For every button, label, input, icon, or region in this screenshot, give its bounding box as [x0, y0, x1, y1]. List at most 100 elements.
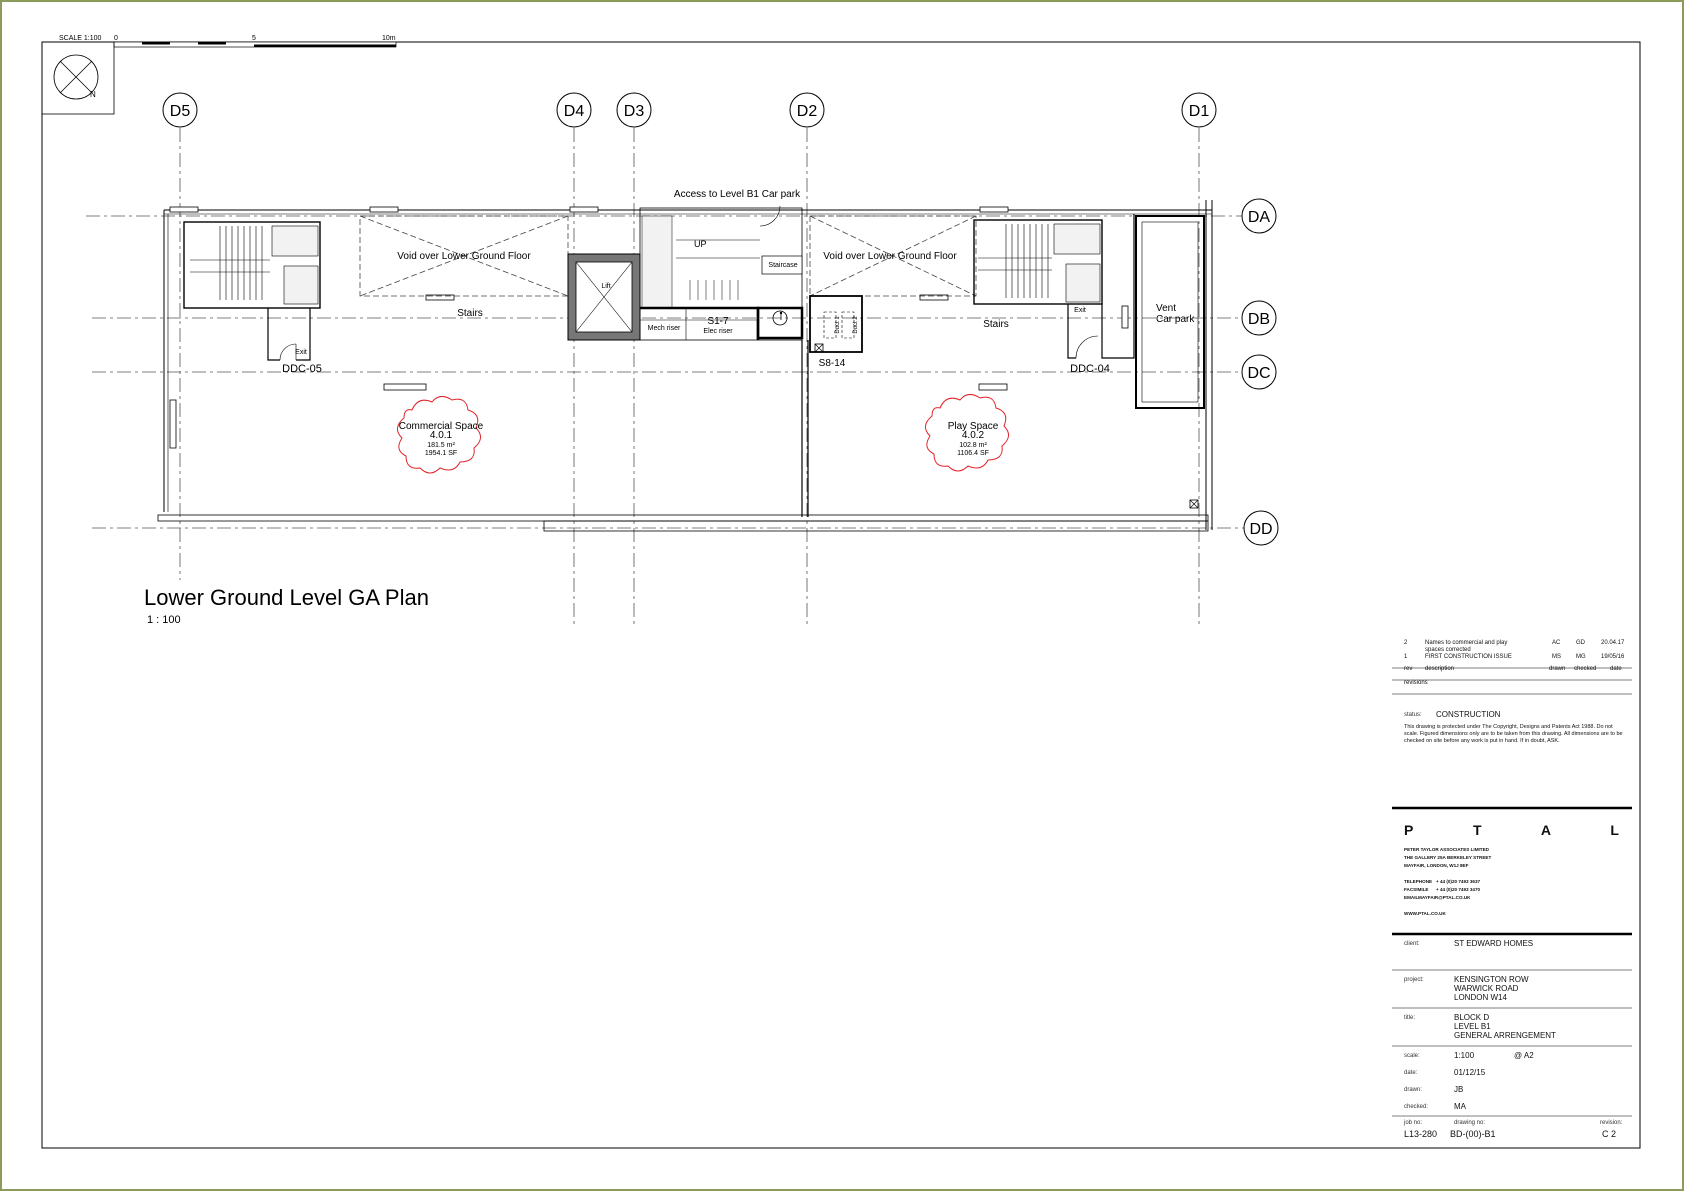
void-right-label: Void over Lower Ground Floor: [823, 251, 957, 262]
grid-lines-vertical: [179, 128, 1200, 625]
firm-logo: P T A L: [1404, 822, 1647, 838]
header-drawn: drawn: [1549, 666, 1566, 672]
checked-value: MA: [1454, 1102, 1466, 1111]
view-title: Lower Ground Level GA Plan: [144, 585, 429, 610]
svg-text:DD: DD: [1249, 521, 1272, 538]
project-line-1: KENSINGTON ROW: [1454, 975, 1529, 984]
stair-core-right: [973, 214, 1135, 359]
scale-label: scale:: [1404, 1053, 1420, 1059]
rev-description: FIRST CONSTRUCTION ISSUE: [1425, 654, 1512, 660]
grid-bubble-d4: D4: [556, 92, 592, 128]
paper-size: @ A2: [1514, 1051, 1534, 1060]
firm-email: EMAILMAYFAIR@PTAL.CO.UK: [1404, 894, 1491, 902]
header-date: date: [1610, 666, 1622, 672]
rev-checked: MG: [1576, 654, 1586, 660]
drawing-label: drawing no:: [1454, 1120, 1486, 1126]
void-left-label: Void over Lower Ground Floor: [397, 251, 531, 262]
client-value: ST EDWARD HOMES: [1454, 939, 1534, 948]
svg-text:D3: D3: [624, 103, 645, 120]
firm-address-block: PETER TAYLOR ASSOCIATES LIMITED THE GALL…: [1404, 846, 1491, 918]
grid-bubble-dc: DC: [1241, 354, 1277, 390]
rev-date: 19/05/16: [1601, 654, 1625, 660]
car-park-label: Car park: [1156, 314, 1195, 325]
play-space-number: 4.0.2: [962, 430, 985, 441]
lift: [567, 253, 641, 341]
checked-label: checked:: [1404, 1104, 1429, 1110]
date-label: date:: [1404, 1070, 1418, 1076]
title-block-lines: [1392, 667, 1632, 1117]
grid-bubble-d1: D1: [1181, 92, 1217, 128]
firm-facsimile: FACSIMILE + 44 (0)20 7493 3470: [1404, 886, 1491, 894]
revisions-label: revisions: [1404, 680, 1428, 686]
facsimile-value: + 44 (0)20 7493 3470: [1436, 887, 1481, 892]
scale-bar-label: SCALE 1:100: [59, 35, 102, 42]
lift-label: Lift: [601, 283, 610, 290]
frame-border: [41, 41, 1641, 1149]
email-value: MAYFAIR@PTAL.CO.UK: [1418, 895, 1471, 900]
telephone-label: TELEPHONE: [1404, 879, 1433, 884]
vent-shaft: [1135, 215, 1205, 509]
drawing-value: BD-(00)-B1: [1450, 1129, 1496, 1139]
rev-number: 1: [1404, 654, 1408, 660]
firm-address-1: THE GALLERY 25A BERKELEY STREET: [1404, 855, 1492, 860]
date-value: 01/12/15: [1454, 1068, 1486, 1077]
grid-bubble-d5: D5: [162, 92, 198, 128]
facsimile-label: FACSIMILE: [1404, 887, 1429, 892]
header-description: description: [1425, 666, 1455, 672]
firm-web[interactable]: WWW.PTAL.CO.UK: [1404, 911, 1446, 916]
job-label: job no:: [1404, 1120, 1423, 1126]
door-tag-left: DDC-05: [282, 363, 322, 375]
plan-walls: [157, 200, 1213, 532]
access-label: Access to Level B1 Car park: [674, 189, 801, 200]
window-marks: [169, 206, 1129, 449]
job-value: L13-280: [1404, 1129, 1438, 1139]
email-label: EMAIL: [1404, 895, 1419, 900]
project-label: project:: [1404, 977, 1424, 983]
elec-riser-label: Elec riser: [703, 328, 733, 335]
svg-text:DC: DC: [1247, 365, 1270, 382]
vent-label: Vent: [1156, 303, 1176, 314]
stair-core-left: [183, 221, 321, 361]
title-line-1: BLOCK D: [1454, 1013, 1490, 1022]
client-label: client:: [1404, 941, 1420, 947]
rev-drawn: MS: [1552, 654, 1561, 660]
svg-text:D5: D5: [170, 103, 191, 120]
rev-description: Names to commercial and play spaces corr…: [1425, 640, 1508, 653]
title-line-3: GENERAL ARRENGEMENT: [1454, 1031, 1556, 1040]
revision-headers: rev description drawn checked date: [1404, 666, 1634, 680]
north-arrow-icon: N: [41, 41, 115, 115]
grid-bubble-d2: D2: [789, 92, 825, 128]
svg-text:DB: DB: [1248, 311, 1270, 328]
commercial-space-area-sf: 1954.1 SF: [425, 450, 457, 457]
up-label: UP: [694, 239, 707, 249]
grid-bubble-dd: DD: [1243, 510, 1279, 546]
telephone-value: + 44 (0)20 7493 3637: [1436, 879, 1481, 884]
s814-label: S8-14: [819, 358, 846, 369]
project-value: KENSINGTON ROW WARWICK ROAD LONDON W14: [1454, 975, 1529, 1002]
stairs-left-label: Stairs: [457, 308, 483, 319]
commercial-space-number: 4.0.1: [430, 430, 453, 441]
firm-telephone: TELEPHONE+ 44 (0)20 7493 3637: [1404, 878, 1491, 886]
scale-bar-tick-5: 5: [252, 35, 256, 42]
status-label: status:: [1404, 712, 1422, 718]
rev-checked: GD: [1576, 640, 1585, 646]
scale-value: 1:100: [1454, 1051, 1475, 1060]
commercial-space-area-m2: 181.5 m²: [427, 442, 455, 449]
void-areas: [359, 215, 977, 297]
svg-text:D1: D1: [1189, 103, 1210, 120]
s17-label: S1-7: [707, 316, 729, 327]
rev-date: 20.04.17: [1601, 640, 1625, 646]
copyright-note: This drawing is protected under The Copy…: [1404, 724, 1623, 744]
play-space-area-sf: 1106.4 SF: [957, 450, 989, 457]
grid-bubble-d3: D3: [616, 92, 652, 128]
duct1-label: Duct 1: [835, 316, 841, 334]
scale-bar-tick-10: 10m: [382, 35, 396, 42]
door-tag-right: DDC-04: [1070, 363, 1110, 375]
revision-cloud-play: [925, 394, 1009, 472]
duct-riser: [809, 295, 863, 353]
play-space-name: Play Space: [948, 421, 999, 432]
commercial-space-name: Commercial Space: [399, 421, 484, 432]
